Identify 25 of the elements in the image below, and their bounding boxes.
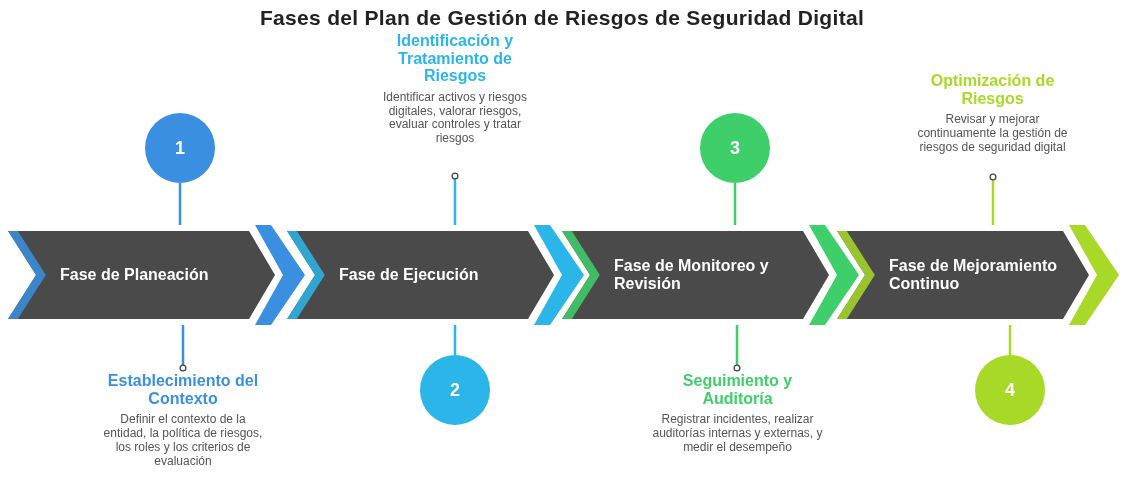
step-number: 2 xyxy=(450,379,460,401)
description: Revisar y mejorar continuamente la gestión de riesgos de seguridad digital xyxy=(916,113,1069,155)
phase-label: Fase de Mejoramiento Continuo xyxy=(889,257,1059,293)
heading: Identificación y Tratamiento de Riesgos xyxy=(395,32,515,85)
connector-line xyxy=(451,172,459,225)
description: Definir el contexto de la entidad, la política de riesgos, los roles y los criterios de evaluación xyxy=(102,413,264,469)
step-number: 4 xyxy=(1005,379,1015,401)
heading: Optimización de Riesgos xyxy=(929,72,1056,108)
connector-line xyxy=(733,325,741,372)
connector-line xyxy=(989,173,997,225)
connector-line xyxy=(733,183,737,225)
connector-line xyxy=(453,325,457,355)
step-number: 3 xyxy=(730,137,740,159)
phase-label: Fase de Planeación xyxy=(60,266,210,284)
heading: Establecimiento del Contexto xyxy=(106,372,260,408)
phase-label: Fase de Ejecución xyxy=(339,266,480,284)
phase-label: Fase de Monitoreo y Revisión xyxy=(614,257,770,293)
title: Fases del Plan de Gestión de Riesgos de Seguridad Digital xyxy=(258,6,866,30)
connector-line xyxy=(179,325,187,372)
heading: Seguimiento y Auditoría xyxy=(681,372,794,408)
description: Registrar incidentes, realizar auditorías internas y externas, y medir el desempeño xyxy=(651,413,824,455)
step-number: 1 xyxy=(175,137,185,159)
description: Identificar activos y riesgos digitales, valorar riesgos, evaluar controles y tratar riesgos xyxy=(381,90,529,146)
connector-line xyxy=(1008,325,1012,355)
connector-line xyxy=(178,183,182,225)
